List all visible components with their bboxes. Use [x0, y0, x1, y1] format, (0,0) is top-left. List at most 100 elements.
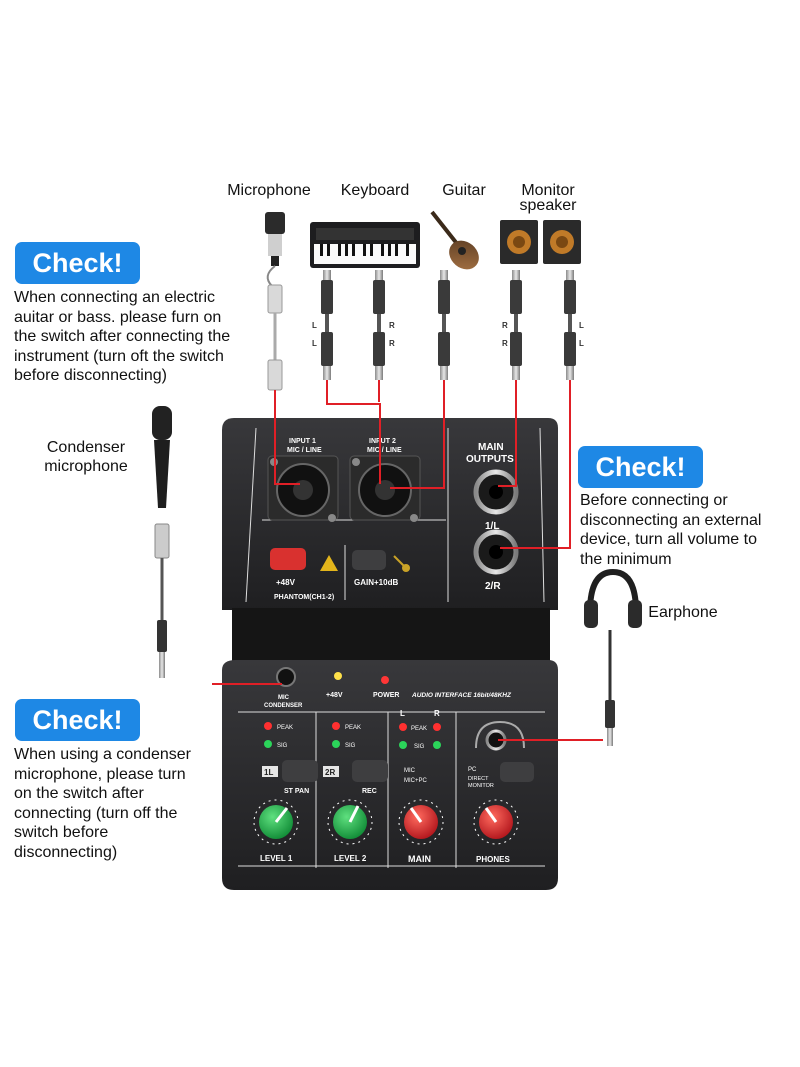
- output-2r-label: 2/R: [485, 581, 501, 592]
- mic-condenser-jack[interactable]: [276, 667, 296, 687]
- led-sig-l: [399, 741, 407, 749]
- cable-mark: R: [502, 339, 508, 348]
- led-48v: [334, 672, 342, 680]
- check-badge-volume: Check!: [578, 446, 703, 488]
- label-guitar: Guitar: [442, 182, 486, 199]
- direct-monitor-sublabel: MONITOR: [468, 783, 494, 789]
- check-badge-instrument: Check!: [15, 242, 140, 284]
- sig-label: SIG: [414, 744, 425, 750]
- cable-mark: R: [502, 321, 508, 330]
- input1-combo-jack[interactable]: [267, 455, 339, 522]
- phones-volume-knob[interactable]: [473, 799, 519, 845]
- main-r-label: R: [434, 709, 440, 718]
- led-sig-r: [433, 741, 441, 749]
- led-peak-ch1: [264, 722, 272, 730]
- output-2r-jack[interactable]: [473, 529, 519, 575]
- main-label: MAIN: [408, 854, 431, 864]
- note-line: on the switch after: [14, 785, 144, 802]
- label-monitor-line2: speaker: [519, 197, 577, 214]
- led-peak-l: [399, 723, 407, 731]
- direct-monitor-label: DIRECT: [468, 776, 489, 782]
- rec-switch[interactable]: [352, 760, 388, 782]
- check-badge-condenser: Check!: [15, 699, 140, 741]
- note-line: before disconnecting): [14, 367, 167, 384]
- xlr-cable-icon: [266, 265, 283, 391]
- gain-label: GAIN+10dB: [354, 578, 398, 587]
- phantom-48v-switch[interactable]: [270, 548, 306, 570]
- led-sig-ch1: [264, 740, 272, 748]
- label-condenser-line1: Condenser: [46, 439, 126, 456]
- note-line: When connecting an electric: [14, 289, 215, 306]
- phones-label: PHONES: [476, 855, 510, 864]
- cable-mark: L: [579, 321, 584, 330]
- led-peak-r: [433, 723, 441, 731]
- warning-icon: [320, 555, 338, 571]
- main-outputs-label: MAIN: [478, 442, 504, 453]
- output-1l-jack[interactable]: [473, 469, 519, 515]
- check-note-instrument: When connecting an electric auitar or ba…: [14, 288, 284, 386]
- sig-label: SIG: [277, 743, 288, 749]
- input2-label: INPUT 2: [369, 438, 396, 445]
- note-line: auitar or bass. please furn on: [14, 308, 222, 326]
- note-line: switch before: [14, 824, 109, 841]
- microphone-icon: [265, 212, 285, 266]
- mic-condenser-sublabel: CONDENSER: [264, 703, 303, 709]
- ch-2r-badge: [323, 766, 339, 777]
- led-sig-ch2: [332, 740, 340, 748]
- check-note-condenser: When using a condenser microphone, pleas…: [14, 745, 229, 862]
- mic-pc-mode-label: MIC+PC: [404, 778, 428, 784]
- mic-mode-label: MIC: [404, 768, 416, 774]
- led-power: [381, 676, 389, 684]
- gain-10db-switch[interactable]: [352, 550, 386, 570]
- monitor-speaker-icon: [500, 220, 581, 264]
- cable-mark: L: [312, 321, 317, 330]
- input2-sublabel: MIC / LINE: [367, 447, 402, 454]
- jack-cables-icon: [321, 270, 576, 380]
- label-keyboard: Keyboard: [340, 182, 410, 199]
- check-note-volume: Before connecting or disconnecting an ex…: [580, 491, 795, 569]
- note-line: the minimum: [580, 550, 672, 568]
- input2-combo-jack[interactable]: [349, 455, 421, 522]
- phantom-label: PHANTOM(CH1-2): [274, 594, 334, 601]
- note-line: disconnecting an external: [580, 511, 762, 529]
- ch-1l-badge: [262, 766, 278, 777]
- level2-knob[interactable]: [327, 799, 373, 845]
- main-volume-knob[interactable]: [398, 799, 444, 845]
- guitar-icon: [430, 210, 479, 270]
- level1-label: LEVEL 1: [260, 854, 293, 863]
- plus48v-label: +48V: [276, 578, 296, 587]
- led-power-label: POWER: [373, 692, 399, 699]
- label-condenser-line2: microphone: [44, 458, 128, 475]
- peak-label: PEAK: [345, 725, 361, 731]
- peak-label: PEAK: [277, 725, 293, 731]
- headphones-icon: [584, 568, 642, 746]
- cable-mark: L: [312, 339, 317, 348]
- label-condenser-microphone: Condenser microphone: [30, 438, 142, 476]
- main-outputs-sublabel: OUTPUTS: [466, 454, 514, 465]
- main-l-label: L: [400, 709, 405, 718]
- label-monitor-line1: Monitor: [521, 182, 575, 199]
- st-pan-switch[interactable]: [282, 760, 318, 782]
- phones-jack[interactable]: [475, 720, 525, 751]
- st-pan-label: ST PAN: [284, 788, 309, 795]
- connection-lines: [212, 380, 603, 741]
- guitar-small-icon: [393, 555, 410, 572]
- label-microphone: Microphone: [227, 182, 311, 199]
- ch-1l-label: 1L: [264, 768, 273, 777]
- note-line: instrument (turn oft the switch: [14, 347, 224, 365]
- note-line: connecting (turn off the: [14, 804, 178, 822]
- note-line: When using a condenser: [14, 746, 191, 763]
- peak-label: PEAK: [411, 726, 427, 732]
- input1-label: INPUT 1: [289, 438, 316, 445]
- direct-monitor-switch[interactable]: [500, 762, 534, 782]
- note-line: device, turn all volume to: [580, 531, 757, 548]
- label-monitor: Monitor speaker: [508, 182, 588, 214]
- note-line: microphone, please turn: [14, 765, 186, 783]
- output-1l-label: 1/L: [485, 521, 499, 532]
- level2-label: LEVEL 2: [334, 854, 367, 863]
- condenser-microphone-icon: [152, 406, 172, 678]
- level1-knob[interactable]: [253, 799, 299, 845]
- audio-interface-label: AUDIO INTERFACE 16bit/48KHZ: [411, 692, 512, 699]
- ch-2r-label: 2R: [325, 768, 335, 777]
